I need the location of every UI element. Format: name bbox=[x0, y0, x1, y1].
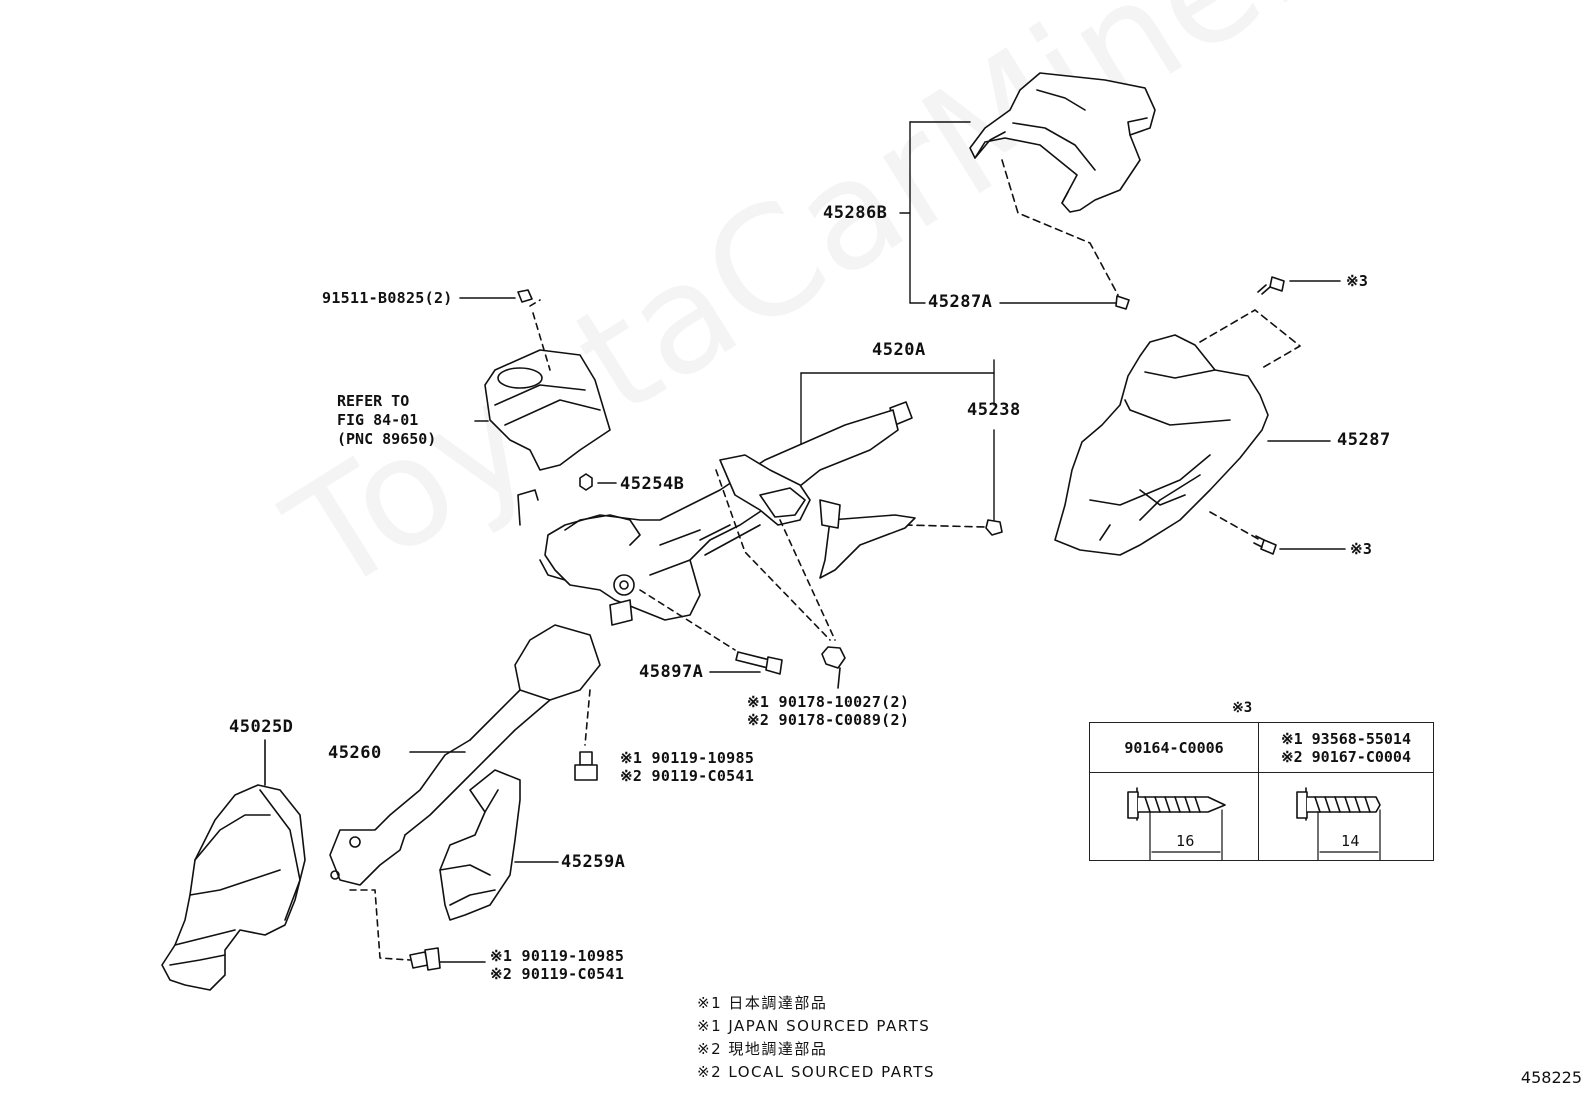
fastener-col1-part: 90164-C0006 bbox=[1124, 738, 1224, 757]
part-label-45254B[interactable]: 45254B bbox=[620, 474, 685, 494]
bracket-45286B bbox=[899, 121, 1118, 304]
dashed-guide bbox=[1209, 511, 1261, 541]
part-label-91511[interactable]: 91511-B0825(2) bbox=[322, 289, 453, 307]
dashed-guide bbox=[584, 689, 591, 746]
legend-line-2: ※1 JAPAN SOURCED PARTS bbox=[697, 1017, 931, 1035]
legend-line-4: ※2 LOCAL SOURCED PARTS bbox=[697, 1063, 935, 1081]
note3-top[interactable]: ※3 bbox=[1346, 272, 1369, 290]
bolt-low-callout-1: ※1 90119-10985 bbox=[490, 947, 625, 965]
bolt-low-callout[interactable]: ※1 90119-10985 ※2 90119-C0541 bbox=[490, 947, 624, 983]
fastener-table-title: ※3 bbox=[1232, 700, 1253, 716]
bolt-lower bbox=[409, 947, 441, 971]
part-label-45259A[interactable]: 45259A bbox=[561, 852, 626, 872]
part-label-45260[interactable]: 45260 bbox=[328, 743, 382, 763]
nut-45238 bbox=[985, 519, 1003, 536]
fastener-col2-part2: ※2 90167-C0004 bbox=[1281, 747, 1411, 766]
refer-line-1: REFER TO bbox=[337, 392, 410, 410]
part-label-45238[interactable]: 45238 bbox=[967, 400, 1021, 420]
fastener-col2-part1: ※1 93568-55014 bbox=[1281, 729, 1411, 748]
part-label-45897A[interactable]: 45897A bbox=[639, 662, 704, 682]
bolt-91511 bbox=[517, 289, 533, 303]
refer-line-2: FIG 84-01 bbox=[337, 411, 419, 429]
screw-bottom bbox=[1253, 535, 1277, 555]
boot-45025D bbox=[161, 784, 306, 991]
legend-line-3: ※2 現地調達部品 bbox=[697, 1040, 828, 1058]
part-label-45287[interactable]: 45287 bbox=[1337, 430, 1391, 450]
figure-id: 458225 bbox=[1520, 1068, 1582, 1087]
dashed-guide bbox=[639, 589, 736, 651]
fastener-col1-header[interactable]: 90164-C0006 bbox=[1089, 722, 1259, 773]
refer-line-3: (PNC 89650) bbox=[337, 430, 437, 448]
nut-column bbox=[821, 646, 846, 669]
legend: ※1 日本調達部品 ※1 JAPAN SOURCED PARTS ※2 現地調達… bbox=[697, 992, 935, 1084]
part-label-4520A[interactable]: 4520A bbox=[872, 340, 926, 360]
part-label-45025D[interactable]: 45025D bbox=[229, 717, 294, 737]
legend-line-1: ※1 日本調達部品 bbox=[697, 994, 828, 1012]
nut-callout-2: ※2 90178-C0089(2) bbox=[747, 711, 910, 729]
clip-45287A bbox=[1115, 295, 1130, 310]
note3-bottom[interactable]: ※3 bbox=[1350, 540, 1373, 558]
fastener-col1-length: 16 bbox=[1176, 832, 1195, 850]
dashed-guide bbox=[349, 889, 411, 961]
screw-top bbox=[1257, 276, 1285, 295]
fastener-col2-header[interactable]: ※1 93568-55014 ※2 90167-C0004 bbox=[1258, 722, 1434, 773]
refer-note[interactable]: REFER TO FIG 84-01 (PNC 89650) bbox=[337, 392, 436, 449]
bolt-low-callout-2: ※2 90119-C0541 bbox=[490, 965, 625, 983]
bolt-mid bbox=[574, 751, 598, 781]
bracket-dashes bbox=[715, 469, 836, 641]
dashed-guide bbox=[529, 299, 551, 371]
shaft-cover-45259A bbox=[439, 769, 521, 921]
bolt-mid-callout-2: ※2 90119-C0541 bbox=[620, 767, 755, 785]
clip-45254B bbox=[579, 473, 593, 491]
bolt-45897A bbox=[735, 651, 783, 675]
fastener-col2-length: 14 bbox=[1341, 832, 1360, 850]
fastener-col2-drawing bbox=[1258, 772, 1434, 861]
dashed-guide bbox=[904, 524, 986, 528]
fastener-col1-drawing bbox=[1089, 772, 1259, 861]
upper-column-cover bbox=[969, 72, 1156, 213]
dashed-guide bbox=[1199, 309, 1301, 369]
lock-assembly bbox=[484, 349, 611, 471]
leader bbox=[837, 667, 841, 689]
steering-column bbox=[517, 401, 916, 626]
nut-callout-1: ※1 90178-10027(2) bbox=[747, 693, 910, 711]
bolt-mid-callout[interactable]: ※1 90119-10985 ※2 90119-C0541 bbox=[620, 749, 754, 785]
part-label-45286B[interactable]: 45286B bbox=[823, 203, 888, 223]
fastener-table: 90164-C0006 ※1 93568-55014 ※2 90167-C000… bbox=[1089, 722, 1434, 861]
bolt-mid-callout-1: ※1 90119-10985 bbox=[620, 749, 755, 767]
nut-callout[interactable]: ※1 90178-10027(2) ※2 90178-C0089(2) bbox=[747, 693, 909, 729]
intermediate-shaft bbox=[329, 624, 601, 886]
part-label-45287A[interactable]: 45287A bbox=[928, 292, 993, 312]
lower-column-cover bbox=[1054, 334, 1269, 556]
dashed-guide bbox=[1001, 159, 1119, 296]
